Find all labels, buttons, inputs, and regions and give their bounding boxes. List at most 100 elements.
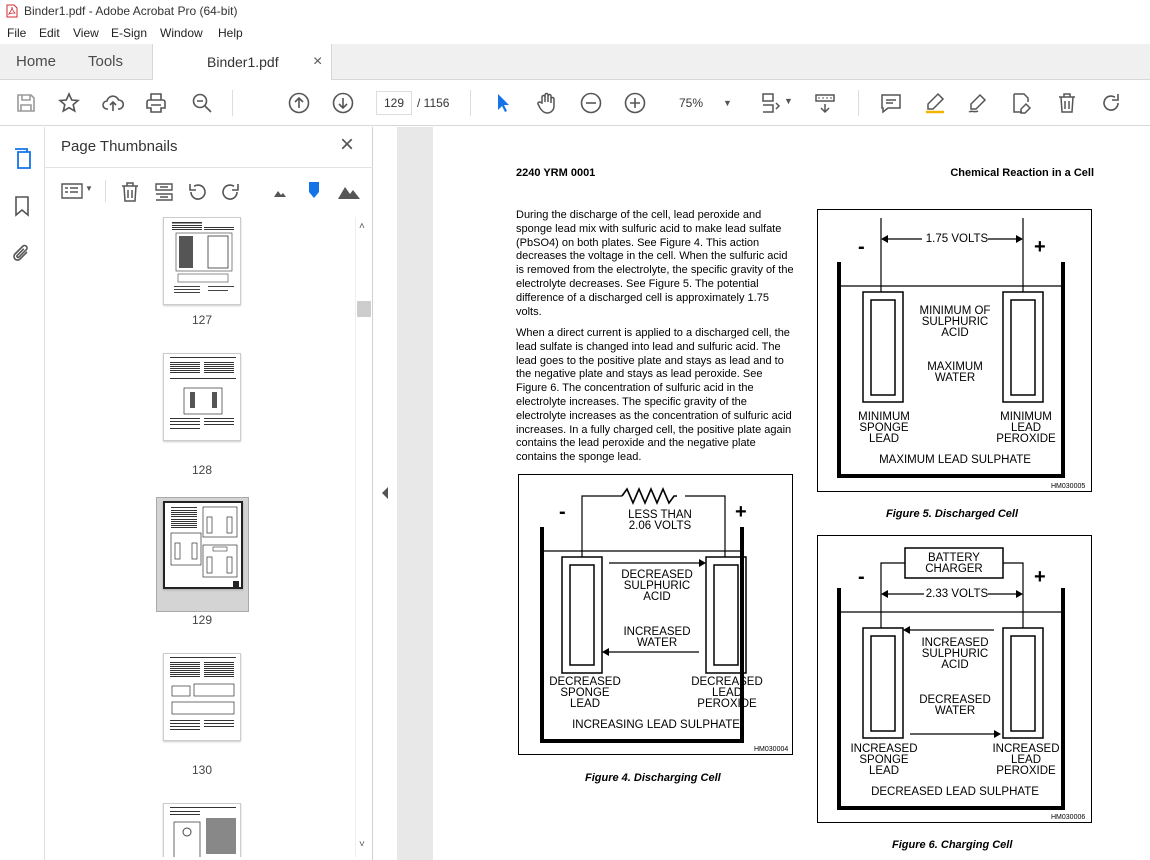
draw-sign-icon[interactable] [966,91,990,115]
figure-4-discharging-cell: - + LESS THAN 2.06 VOLTS DECREASED SULPH… [518,474,793,755]
rotate-left-icon[interactable] [186,181,208,203]
find-zoom-icon[interactable] [190,91,214,115]
highlight-pen-icon[interactable] [923,91,947,115]
page-thumbnail-128[interactable] [163,353,241,441]
fig5-water-label: MAXIMUM WATER [927,361,983,384]
thumbnail-label-127: 127 [191,313,213,327]
rotate-right-icon[interactable] [220,181,242,203]
fig6-code: HM030006 [1051,814,1086,821]
extract-page-icon[interactable] [153,181,175,203]
bookmark-star-icon[interactable] [57,91,81,115]
fig5-voltage-label: 1.75 VOLTS [925,233,989,245]
menu-esign[interactable]: E-Sign [111,26,148,40]
edit-pdf-icon[interactable] [1010,91,1034,115]
thumbnail-smaller-icon[interactable] [273,188,287,198]
zoom-value: 75% [679,96,704,110]
fig4-bottom-label: INCREASING LEAD SULPHATE [572,719,740,731]
previous-page-icon[interactable] [287,91,311,115]
fig6-bottom-label: DECREASED LEAD SULPHATE [871,786,1039,798]
scroll-up-chevron-icon[interactable]: ˄ [359,221,365,232]
page-thumbnail-131[interactable] [163,803,241,857]
fig4-code: HM030004 [754,746,789,753]
page-thumbnail-130[interactable] [163,653,241,741]
menu-file[interactable]: File [7,26,27,40]
menu-view[interactable]: View [73,26,99,40]
scroll-mode-icon[interactable] [813,91,837,115]
fig5-acid-label: MINIMUM OF SULPHURIC ACID [919,305,991,339]
tab-bar: Home Tools Binder1.pdf × [0,44,1150,81]
close-panel-icon[interactable]: × [340,131,355,158]
select-cursor-icon[interactable] [491,91,515,115]
fig6-minus-terminal: - [858,566,865,588]
zoom-select[interactable]: 75% ▼ [668,91,738,115]
tab-home[interactable]: Home [16,53,57,70]
pdf-page: 2240 YRM 0001 Chemical Reaction in a Cel… [433,127,1150,860]
figure-5-drawing [837,218,1065,478]
redo-rotate-icon[interactable] [1099,91,1123,115]
figure-6-caption: Figure 6. Charging Cell [892,839,1013,851]
page-thumbnails-panel: Page Thumbnails × ▼ 127 128 129 130 [45,127,373,860]
fig4-water-label: INCREASED WATER [623,626,691,649]
page-thumbnail-129[interactable] [163,501,243,589]
options-chevron-icon[interactable]: ▼ [85,184,93,193]
menu-help[interactable]: Help [218,26,243,40]
fig5-bottom-label: MAXIMUM LEAD SULPHATE [879,454,1031,466]
tab-tools[interactable]: Tools [88,53,124,70]
zoom-out-icon[interactable] [579,91,603,115]
thumbnail-toolbar: ▼ [45,172,373,208]
zoom-in-icon[interactable] [623,91,647,115]
fig5-plus-terminal: + [1034,236,1046,258]
window-title: Binder1.pdf - Adobe Acrobat Pro (64-bit) [24,4,238,18]
thumbnail-options-icon[interactable] [61,182,83,200]
figure-5-caption: Figure 5. Discharged Cell [886,508,1019,520]
comment-icon[interactable] [879,91,903,115]
collapse-panel-arrow-icon[interactable] [381,487,389,499]
upload-cloud-icon[interactable] [101,91,125,115]
fig4-right-plate-label: DECREASED LEAD PEROXIDE [691,676,763,710]
document-viewport[interactable]: 2240 YRM 0001 Chemical Reaction in a Cel… [397,127,1150,860]
panel-title: Page Thumbnails [61,138,178,155]
page-thumbnail-127[interactable] [163,217,241,305]
fig4-acid-label: DECREASED SULPHURIC ACID [621,569,693,603]
menu-edit[interactable]: Edit [39,26,60,40]
body-paragraph-1: During the discharge of the cell, lead p… [516,209,794,318]
fig4-left-plate-label: DECREASED SPONGE LEAD [549,676,621,710]
page-fit-chevron-icon[interactable]: ▼ [784,96,793,106]
fig5-right-plate-label: MINIMUM LEAD PEROXIDE [996,411,1056,445]
menu-window[interactable]: Window [160,26,203,40]
figure-4-caption: Figure 4. Discharging Cell [585,772,721,784]
page-number-input[interactable]: 129 [376,91,412,115]
figure-5-discharged-cell: - + 1.75 VOLTS MINIMUM OF SULPHURIC ACID… [817,209,1092,492]
figure-6-drawing [837,547,1065,810]
next-page-icon[interactable] [331,91,355,115]
delete-icon[interactable] [1055,91,1079,115]
fig5-left-plate-label: MINIMUM SPONGE LEAD [858,411,910,445]
fig6-charger-label: BATTERY CHARGER [925,552,983,575]
bookmarks-icon[interactable] [13,195,31,217]
thumbnail-label-128: 128 [191,463,213,477]
thumbnail-label-129: 129 [191,613,213,627]
fig4-voltage-label: LESS THAN 2.06 VOLTS [628,509,692,532]
pdf-app-icon [6,4,18,18]
close-tab-icon[interactable]: × [313,53,323,70]
tab-document[interactable]: Binder1.pdf × [152,44,332,81]
page-thumbnails-icon[interactable] [12,147,34,171]
print-icon[interactable] [144,91,168,115]
menu-bar: File Edit View E-Sign Window Help [0,22,1150,44]
scroll-down-chevron-icon[interactable]: ˅ [359,839,365,850]
scrollbar-thumb[interactable] [357,301,371,317]
page-fit-icon[interactable] [759,91,783,115]
thumbnail-scrollbar[interactable]: ˄ ˅ [355,217,371,857]
fig6-right-plate-label: INCREASED LEAD PEROXIDE [992,743,1060,777]
fig4-minus-terminal: - [559,501,566,523]
tab-document-label: Binder1.pdf [207,54,279,70]
save-icon[interactable] [14,91,38,115]
thumbnail-size-slider-icon[interactable] [307,180,321,202]
fig5-code: HM030005 [1051,483,1086,490]
attachments-paperclip-icon[interactable] [12,241,32,265]
thumbnail-larger-icon[interactable] [337,184,361,200]
fig6-left-plate-label: INCREASED SPONGE LEAD [850,743,918,777]
fig6-voltage-label: 2.33 VOLTS [925,588,989,600]
delete-page-icon[interactable] [119,181,141,203]
hand-tool-icon[interactable] [535,91,559,115]
